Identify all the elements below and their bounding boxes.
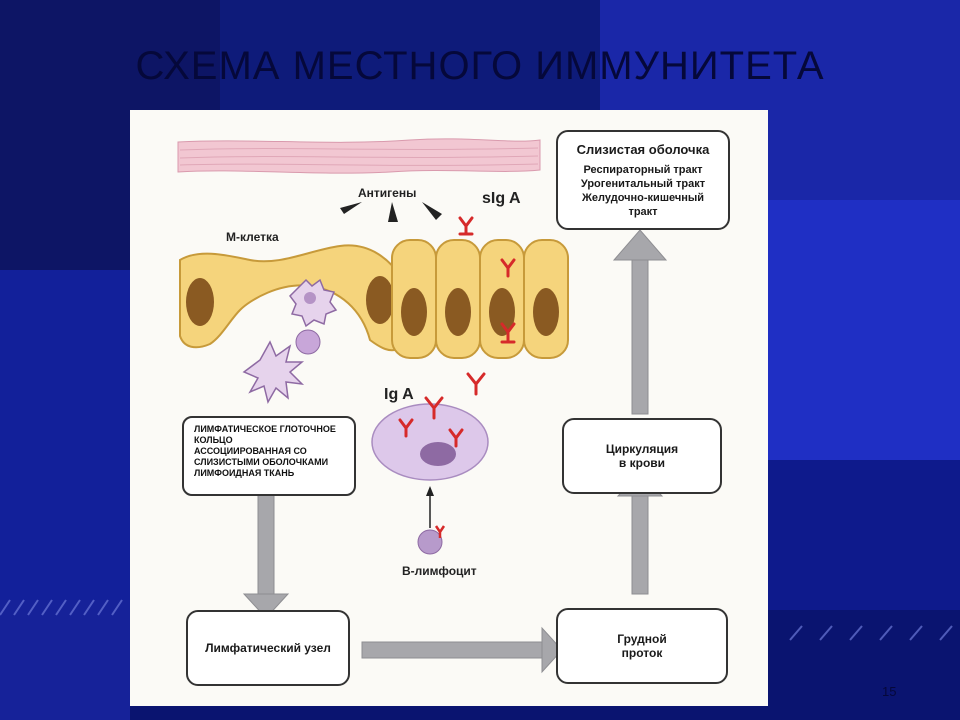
mucus-layer [177, 138, 541, 174]
b-lymphocyte-label: В-лимфоцит [402, 564, 477, 578]
mucosa-line-4: тракт [628, 205, 658, 218]
mucosa-line-1: Респираторный тракт [583, 163, 703, 176]
slide-title: СХЕМА МЕСТНОГО ИММУНИТЕТА [135, 44, 825, 88]
m-cell-label: М-клетка [226, 230, 279, 244]
iga-antibodies [398, 372, 486, 448]
antigens-label: Антигены [358, 186, 417, 200]
thoracic-duct-line-1: Грудной [617, 632, 667, 646]
lymphoid-tissue-box: ЛИМФАТИЧЕСКОЕ ГЛОТОЧНОЕ КОЛЬЦО АССОЦИИРО… [182, 416, 356, 496]
blood-circ-line-1: Циркуляция [605, 442, 679, 456]
blood-circ-line-2: в крови [618, 456, 666, 470]
lymphoid-line-3: АССОЦИИРОВАННАЯ СО [194, 446, 307, 456]
lymphoid-line-4: СЛИЗИСТЫМИ ОБОЛОЧКАМИ [194, 457, 329, 467]
thoracic-duct-line-2: проток [621, 646, 663, 660]
m-cell-nucleus-right [366, 276, 394, 324]
b-lymphocyte [417, 529, 443, 555]
plasma-cell [371, 403, 489, 481]
siga-label: sIg A [482, 190, 521, 207]
iga-label: Ig A [384, 386, 414, 403]
blood-circulation-box: Циркуляция в крови [562, 418, 722, 494]
lymph-node-label: Лимфатический узел [205, 641, 331, 655]
mucosa-line-2: Урогенитальный тракт [580, 177, 706, 190]
epithelial-nuclei [401, 288, 559, 336]
lymphocyte-small [295, 329, 321, 355]
diagram-graphics [177, 138, 668, 674]
lymphoid-line-5: ЛИМФОИДНАЯ ТКАНЬ [194, 468, 295, 478]
plasma-cell-nucleus [420, 442, 456, 466]
mucosa-line-3: Желудочно-кишечный [581, 191, 705, 204]
lymph-node-box: Лимфатический узел [186, 610, 350, 686]
siga-antibodies [458, 216, 516, 344]
lymphoid-line-1: ЛИМФАТИЧЕСКОЕ ГЛОТОЧНОЕ [194, 424, 336, 434]
antigen-arrows [340, 202, 442, 222]
thoracic-duct-box: Грудной проток [556, 608, 728, 684]
mucosa-box: Слизистая оболочка Респираторный тракт У… [556, 130, 730, 230]
lymphoid-line-2: КОЛЬЦО [194, 435, 233, 445]
flow-arrows [242, 229, 668, 674]
m-cell-nucleus-left [186, 278, 214, 326]
page-number: 15 [882, 684, 897, 699]
dendritic-cell [242, 340, 305, 404]
diagram-panel: Антигены sIg A М-клетка Ig A В-лимфоцит … [130, 110, 768, 706]
m-cell [179, 244, 403, 352]
mucosa-title: Слизистая оболочка [576, 141, 710, 157]
